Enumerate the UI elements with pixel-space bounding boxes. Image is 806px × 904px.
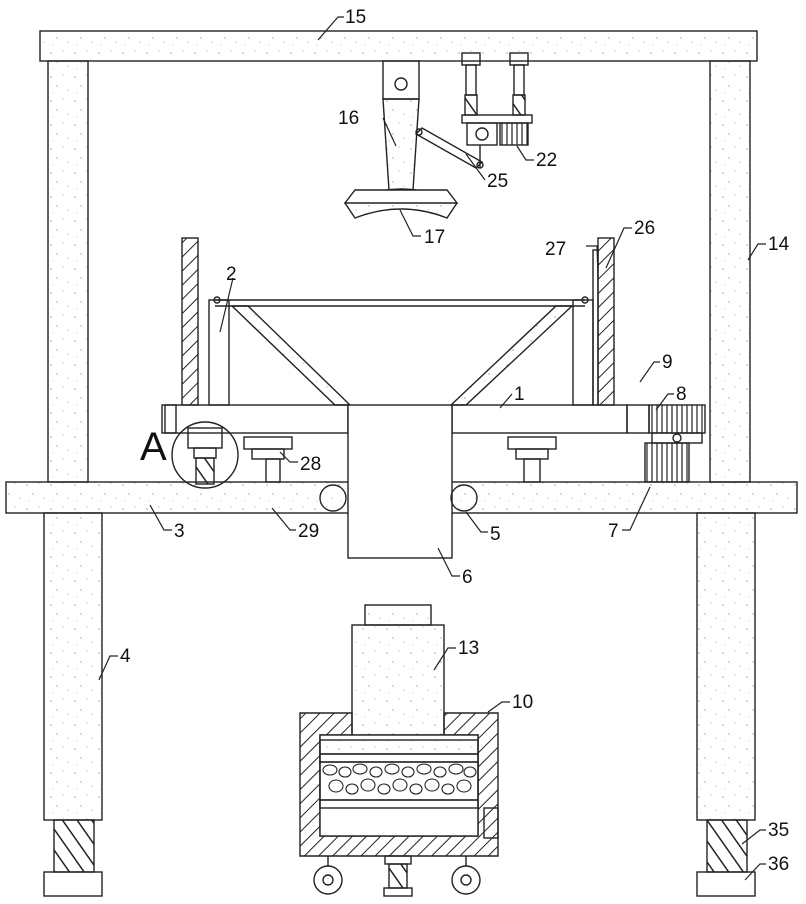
drive-motor <box>645 443 689 482</box>
tray-plate-left <box>165 405 348 433</box>
callout-a: A <box>140 425 167 469</box>
right-post <box>573 300 593 405</box>
callout-15: 15 <box>345 7 366 28</box>
left-leg <box>44 513 102 820</box>
callout-36: 36 <box>768 854 789 875</box>
right-foot <box>697 872 755 896</box>
left-leg-spring <box>54 820 94 872</box>
support-post-left <box>266 459 280 482</box>
callout-10: 10 <box>512 692 533 713</box>
callout-13: 13 <box>458 638 479 659</box>
tray-plate-right <box>452 405 627 433</box>
slide-block-left <box>244 437 292 449</box>
callout-2: 2 <box>226 264 237 285</box>
motor-gear <box>500 123 528 145</box>
outlet-chute <box>348 405 452 558</box>
support-post-right <box>524 459 540 482</box>
callout-29: 29 <box>298 521 319 542</box>
callout-1: 1 <box>514 384 525 405</box>
right-leg <box>697 513 755 820</box>
drive-gear <box>649 405 705 433</box>
wheel-right <box>452 866 480 894</box>
funnel-right-wall <box>451 306 572 405</box>
callout-35: 35 <box>768 820 789 841</box>
motor-rod-right <box>514 65 524 95</box>
callout-25: 25 <box>487 171 508 192</box>
grinder-motor <box>352 625 444 735</box>
left-foot <box>44 872 102 896</box>
right-guard-plate <box>598 238 614 405</box>
callout-17: 17 <box>424 227 445 248</box>
left-post <box>209 300 229 405</box>
callout-28: 28 <box>300 454 321 475</box>
callout-9: 9 <box>662 352 673 373</box>
shaft-coupling <box>627 405 649 433</box>
left-guard-plate <box>182 238 198 405</box>
callout-22: 22 <box>536 150 557 171</box>
left-column <box>48 61 88 482</box>
callout-6: 6 <box>462 567 473 588</box>
callout-7: 7 <box>608 521 619 542</box>
callout-4: 4 <box>120 646 131 667</box>
callout-16: 16 <box>338 108 359 129</box>
right-leg-spring <box>707 820 747 872</box>
callout-26: 26 <box>634 218 655 239</box>
grinder-motor-cap <box>365 605 431 625</box>
right-column <box>710 61 750 482</box>
press-mount <box>383 61 419 99</box>
callout-3: 3 <box>174 521 185 542</box>
callout-8: 8 <box>676 384 687 405</box>
callout-14: 14 <box>768 234 790 255</box>
slide-block-right <box>508 437 556 449</box>
funnel-left-wall <box>232 306 350 405</box>
press-column <box>383 99 419 190</box>
callout-27: 27 <box>545 239 566 260</box>
center-spring <box>389 864 407 888</box>
top-beam <box>40 31 757 61</box>
motor-rod-left <box>466 65 476 95</box>
wheel-left <box>314 866 342 894</box>
callout-5: 5 <box>490 524 501 545</box>
